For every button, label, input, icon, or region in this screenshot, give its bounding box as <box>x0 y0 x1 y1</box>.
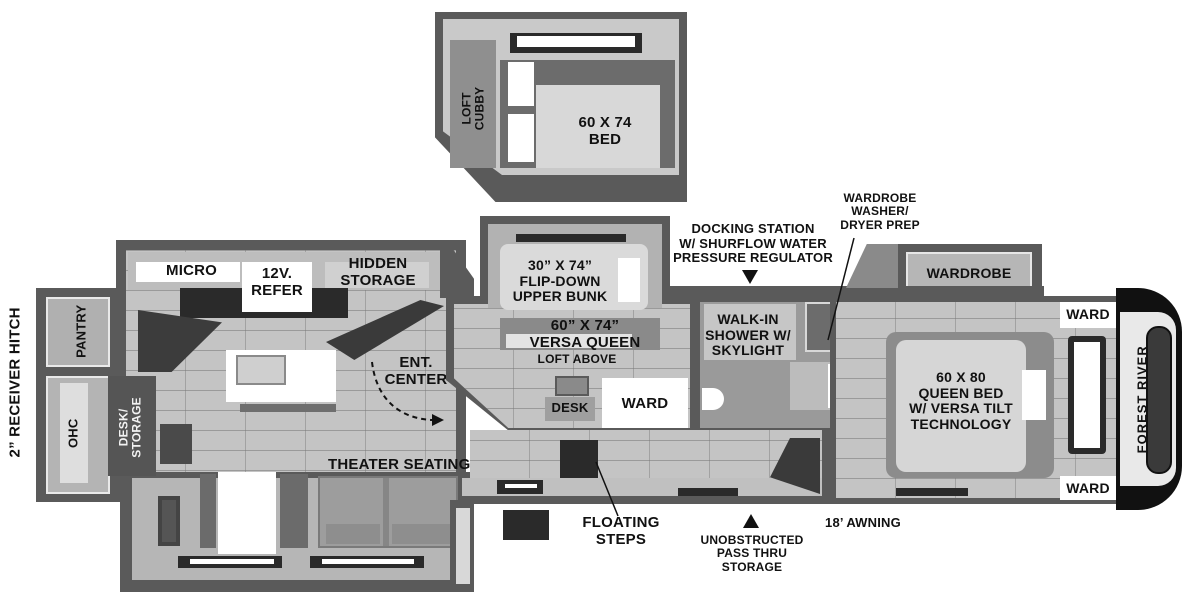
kitchen-sink <box>236 355 286 385</box>
loft-pillow-1 <box>508 62 534 106</box>
hidden-storage-notch <box>440 250 474 298</box>
ent-center-label: ENT. CENTER <box>384 354 448 388</box>
pass-thru-hatch <box>678 488 738 496</box>
bunk-ward <box>602 378 688 428</box>
hall-divider <box>822 430 830 498</box>
pass-thru-arrow-icon <box>743 514 759 528</box>
master-wardrobe-label: WARDROBE <box>926 265 1012 281</box>
loft-cubby <box>450 40 496 168</box>
docking-station-label: DOCKING STATION W/ SHURFLOW WATER PRESSU… <box>673 221 833 266</box>
microwave <box>136 262 240 282</box>
master-window-glass <box>1074 342 1100 448</box>
loft-above-label: LOFT ABOVE <box>537 352 617 366</box>
master-floor-vent <box>896 488 968 496</box>
dinette-window <box>158 496 180 546</box>
pantry <box>46 297 110 367</box>
floating-steps-leader-line <box>595 461 619 517</box>
refer-cabinet <box>242 262 312 312</box>
washer-dryer-leader-line <box>827 237 855 341</box>
bunk-desk-chair <box>555 376 589 396</box>
upper-bunk-label: 30” X 74” FLIP-DOWN UPPER BUNK <box>512 257 608 305</box>
theater-seating-label: THEATER SEATING <box>328 456 471 473</box>
ohc-label: OHC <box>65 418 81 449</box>
pantry-label: PANTRY <box>73 304 89 358</box>
ward-top <box>1060 302 1116 328</box>
theater-seat-divider <box>383 478 389 546</box>
entry-step-vent-glass <box>505 484 537 488</box>
desk-chair <box>160 424 192 464</box>
versa-queen-mattress <box>506 334 632 348</box>
dinette-chair-right <box>280 474 308 548</box>
loft-bed <box>536 85 660 168</box>
bath-wall-left <box>690 300 700 430</box>
hallway-floor <box>470 430 828 480</box>
bunk-window <box>516 234 626 242</box>
versa-queen-label: 60” X 74” VERSA QUEEN <box>529 317 641 351</box>
queen-bed-pillow <box>1022 370 1046 420</box>
forest-river-logo: FOREST RIVER <box>1134 345 1150 454</box>
bunk-ward-label: WARD <box>621 395 669 412</box>
bunk-desk <box>545 397 595 421</box>
top-slide-wall <box>664 286 1044 298</box>
hidden-storage-label: HIDDEN STORAGE <box>340 255 416 289</box>
entry-step-outside <box>503 510 549 540</box>
island-base <box>240 404 336 412</box>
ohc-panel <box>60 383 88 483</box>
ward-top-label: WARD <box>1066 306 1110 322</box>
ward-bottom <box>1060 476 1116 500</box>
upper-bunk-pillow <box>618 258 640 302</box>
loft-pillow-2 <box>508 114 534 162</box>
dinette-table <box>218 472 276 554</box>
theater-seat-1 <box>326 524 380 544</box>
slide-floor-vent-1-glass <box>190 559 274 564</box>
docking-station-arrow-icon <box>742 270 758 284</box>
hidden-storage <box>325 262 429 288</box>
toilet <box>702 388 724 410</box>
floating-steps-label: FLOATING STEPS <box>582 514 660 548</box>
slide-floor-vent-2-glass <box>322 559 414 564</box>
desk-storage <box>108 376 156 476</box>
slide-end-panel <box>456 508 470 584</box>
refer-label: 12V. REFER <box>251 265 303 299</box>
bunk-desk-label: DESK <box>551 400 589 415</box>
walk-in-shower <box>704 304 796 360</box>
receiver-hitch-label: 2” RECEIVER HITCH <box>6 307 24 458</box>
desk-storage-label: DESK/ STORAGE <box>116 397 144 458</box>
ward-bottom-label: WARD <box>1066 480 1110 496</box>
front-cap-window <box>1146 326 1172 474</box>
loft-bed-label: 60 X 74 BED <box>578 114 632 148</box>
pass-thru-storage-label: UNOBSTRUCTED PASS THRU STORAGE <box>700 533 804 574</box>
walk-in-shower-label: WALK-IN SHOWER W/ SKYLIGHT <box>705 311 791 359</box>
loft-cubby-label: LOFT CUBBY <box>459 86 487 131</box>
micro-label: MICRO <box>166 262 217 279</box>
queen-bed-label: 60 X 80 QUEEN BED W/ VERSA TILT TECHNOLO… <box>909 369 1013 433</box>
theater-seat-2 <box>392 524 452 544</box>
awning-label: 18’ AWNING <box>825 515 901 530</box>
queen-bed <box>896 340 1026 472</box>
floating-steps <box>560 440 598 478</box>
side-wall-bottom <box>460 496 1120 504</box>
loft-skylight-glass <box>517 36 635 47</box>
dinette-chair-left <box>200 474 216 548</box>
washer-dryer-label: WARDROBE WASHER/ DRYER PREP <box>840 191 920 232</box>
swing-arrow-icon <box>371 361 444 426</box>
